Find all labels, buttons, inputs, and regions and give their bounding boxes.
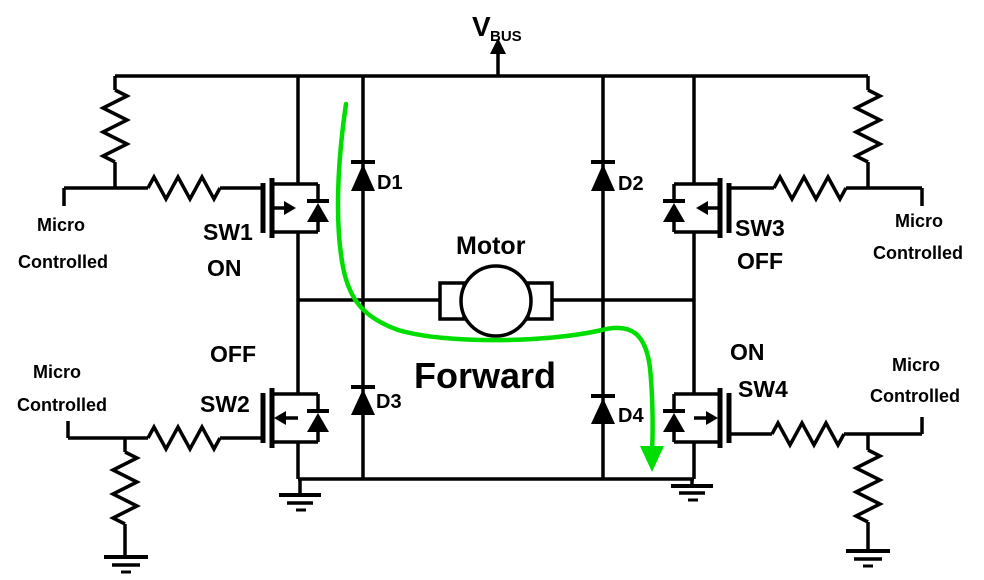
micro-label-br-2: Controlled xyxy=(870,386,960,406)
source-wires xyxy=(672,222,720,300)
vbus-arrow-head xyxy=(490,38,506,54)
pullup-resistor xyxy=(852,88,884,164)
sw2-label: SW2 xyxy=(200,391,250,417)
d1-label: D1 xyxy=(377,172,403,194)
pullup-resistor xyxy=(99,88,131,164)
drain-wires xyxy=(672,76,720,201)
gate-resistor xyxy=(770,419,846,449)
body-diode-triangle xyxy=(307,203,329,222)
direction-label: Forward xyxy=(414,355,556,396)
gate-resistor xyxy=(146,173,222,203)
gate-resistor xyxy=(146,423,222,453)
drain-wires xyxy=(272,76,320,201)
micro-label-tl-1: Micro xyxy=(37,215,85,235)
pfet-arrow xyxy=(696,201,708,215)
sw4-mosfet xyxy=(663,300,732,479)
pfet-arrow xyxy=(284,201,296,215)
ground-symbol-center-right xyxy=(671,479,713,502)
sw1-state: ON xyxy=(207,255,242,281)
body-diode-triangle xyxy=(307,413,329,432)
diode-triangle xyxy=(591,164,615,191)
vbus-label-v: V xyxy=(472,11,491,42)
body-diode-triangle xyxy=(663,203,685,222)
d4-label: D4 xyxy=(618,405,644,427)
micro-label-bl-1: Micro xyxy=(33,362,81,382)
sw2-mosfet xyxy=(260,300,329,479)
current-path-arrowhead xyxy=(640,446,664,472)
diode-triangle xyxy=(351,164,375,191)
micro-label-br-1: Micro xyxy=(892,355,940,375)
micro-label-tl-2: Controlled xyxy=(18,252,108,272)
sw1-label: SW1 xyxy=(203,219,253,245)
sw2-state: OFF xyxy=(210,341,256,367)
sw1-mosfet xyxy=(260,76,329,300)
current-path-arrow xyxy=(335,101,664,472)
sw3-gate-network xyxy=(729,76,924,206)
drain-wires xyxy=(672,300,720,411)
top-bus xyxy=(115,38,868,78)
d2-diode xyxy=(591,76,615,300)
sw3-label: SW3 xyxy=(735,215,785,241)
micro-label-bl-2: Controlled xyxy=(17,395,107,415)
source-wires xyxy=(272,432,320,479)
gate-resistor xyxy=(772,173,848,203)
pulldown-resistor xyxy=(109,450,141,526)
body-diode-triangle xyxy=(663,413,685,432)
diode-triangle xyxy=(591,398,615,424)
sw2-gate-network xyxy=(66,421,263,574)
micro-label-tr-1: Micro xyxy=(895,211,943,231)
current-path-curve xyxy=(335,101,655,455)
motor-label: Motor xyxy=(456,232,526,260)
d3-label: D3 xyxy=(376,391,402,413)
motor-body xyxy=(459,264,533,338)
drain-wires xyxy=(272,300,320,411)
source-wires xyxy=(272,222,320,300)
nfet-arrow xyxy=(706,411,718,425)
sw3-state: OFF xyxy=(737,248,783,274)
pulldown-resistor xyxy=(852,448,884,524)
sw3-mosfet xyxy=(663,76,732,300)
source-wires xyxy=(672,432,720,479)
d1-diode xyxy=(351,76,375,300)
micro-label-tr-2: Controlled xyxy=(873,243,963,263)
ground-symbol-center-left xyxy=(279,479,321,512)
sw4-gate-network xyxy=(729,417,924,568)
vbus-label-sub: BUS xyxy=(490,28,522,45)
sw4-label: SW4 xyxy=(738,376,788,402)
d2-label: D2 xyxy=(618,173,644,195)
sw1-gate-network xyxy=(62,76,263,206)
motor-symbol xyxy=(298,264,694,338)
nfet-arrow xyxy=(274,411,286,425)
sw4-state: ON xyxy=(730,339,765,365)
d3-diode xyxy=(351,300,375,479)
diode-triangle xyxy=(351,389,375,415)
